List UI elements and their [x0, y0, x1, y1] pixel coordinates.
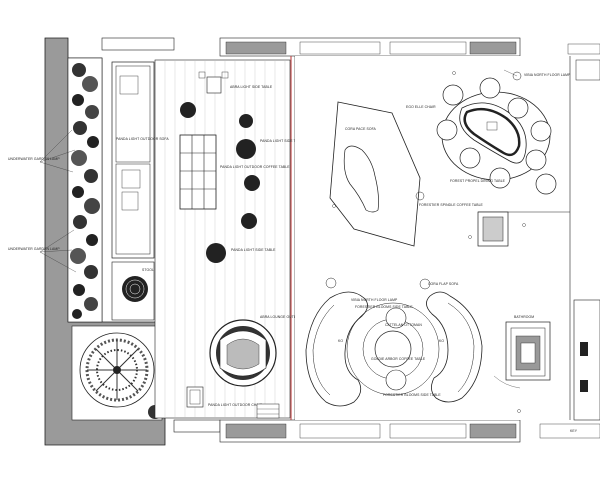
- forest-coffee-table-icon: [415, 191, 425, 201]
- ko-left: KO: [338, 339, 343, 343]
- dining-table-label: FOREST PROPEL DINING TABLE: [450, 179, 506, 183]
- right-edge-structure: [573, 59, 600, 421]
- lounge-floor-lamp-label: VIBIA NORTH FLOOR LAMP: [351, 298, 398, 302]
- side-table-top: [198, 71, 229, 94]
- stool-icon: [122, 276, 148, 302]
- dining-chairs: [436, 77, 557, 195]
- side-table-label-2: PANDA LIGHT SIDE TABLE: [260, 139, 305, 143]
- small-tables-lounge: [325, 277, 431, 290]
- lounge-side-table-top-label: FORESTIER BLOOMS SIDE TABLE: [355, 305, 413, 309]
- cora-pace-sofa-icon: [329, 101, 421, 247]
- garden-lamp-label-1: UNDERWATER GARDEN LAMP: [8, 157, 60, 161]
- coffee-table-label: PANDA LIGHT OUTDOOR COFFEE TABLE: [220, 165, 290, 169]
- stool-label: STOOL: [142, 268, 154, 272]
- bathroom-label: BATHROOM: [514, 315, 534, 319]
- step-icon: [256, 403, 280, 419]
- dining-chair-label: EGO ELLE CHAIR: [406, 105, 436, 109]
- ottoman-label: CATTELAN OTTOMAN: [385, 323, 422, 327]
- round-side-tables: [180, 102, 260, 263]
- dining-floor-lamp-label: VIBIA NORTH FLOOR LAMP: [524, 73, 571, 77]
- outdoor-chair-label: PANDA LIGHT OUTDOOR CHAIR: [208, 403, 263, 407]
- table-icon: [179, 134, 217, 210]
- shrub-group: [70, 63, 100, 319]
- outdoor-chair-icon: [186, 386, 204, 408]
- sofa-icon: [111, 61, 155, 259]
- key-label: KEY: [570, 429, 578, 433]
- cora-flap-sofa-label: CORA FLAP SOFA: [428, 282, 459, 286]
- outdoor-sofa-label: PANDA LIGHT OUTDOOR SOFA: [116, 137, 169, 141]
- cora-flap-sofa-right: [426, 291, 483, 403]
- daybed-icon: [209, 319, 277, 387]
- ko-right: KO: [439, 339, 444, 343]
- center-coffee-table-label: GOLDIE ARBOR COFFEE TABLE: [371, 357, 426, 361]
- daybed-label: ABRA LOUNGE OUTDOOR SOFA: [260, 315, 316, 319]
- arc-line: [493, 375, 521, 389]
- bottom-facade: [173, 419, 600, 443]
- media-unit-icon: [477, 211, 509, 247]
- leader-lines-left: [39, 129, 77, 273]
- lounge-side-table-label: FORESTIER BLOOMS SIDE TABLE: [383, 393, 441, 397]
- marker-dots: [332, 71, 526, 413]
- tree-icon: [79, 332, 155, 408]
- cora-sofa-label: CORA PACE SOFA: [345, 127, 377, 131]
- cora-flap-sofa-left: [305, 291, 368, 407]
- forest-coffee-table-label: FORESTIER SPINDLE COFFEE TABLE: [419, 203, 484, 207]
- lamp-icon: [503, 69, 522, 81]
- lounge-coffee-table-icon: [346, 302, 440, 396]
- garden-lamp-label-2: UNDERWATER GARDEN LAMP: [8, 247, 60, 251]
- side-table-label: ABRA LIGHT SIDE TABLE: [230, 85, 273, 89]
- top-facade: [101, 37, 600, 57]
- bathtub-icon: [505, 321, 551, 381]
- side-table-label-3: PANDA LIGHT SIDE TABLE: [231, 248, 276, 252]
